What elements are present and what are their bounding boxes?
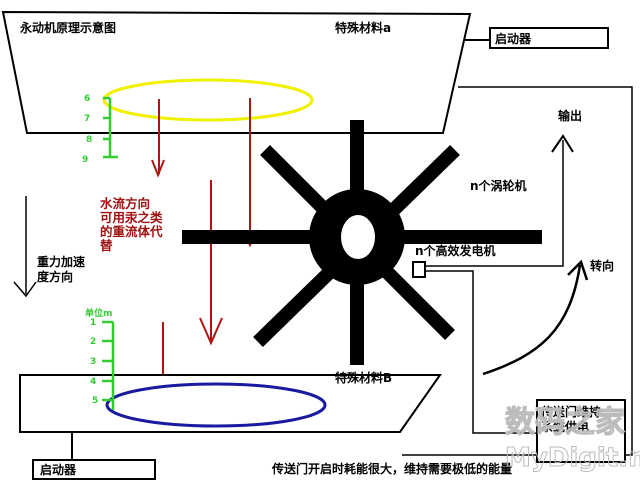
output-label: 输出 xyxy=(558,108,582,123)
scale-tick-label: 1 xyxy=(90,318,96,328)
scale-tick-label: 6 xyxy=(84,94,90,104)
scale-tick-label: 3 xyxy=(90,357,96,367)
starter-bottom-label: 启动器 xyxy=(40,462,77,477)
watermark: 数码之家 xyxy=(505,405,625,440)
material-a-label: 特殊材料a xyxy=(335,20,391,35)
material-a-block xyxy=(1,10,472,134)
scale-tick-label: 4 xyxy=(90,377,96,387)
unit-label: 单位m xyxy=(85,307,112,319)
scale-tick-label: 5 xyxy=(92,396,98,406)
gravity-label: 重力加速 度方向 xyxy=(37,254,89,284)
output-arrowhead xyxy=(551,134,574,153)
scale-bottom xyxy=(102,320,115,410)
starter-top-label: 启动器 xyxy=(495,31,532,46)
starter-bottom-box xyxy=(32,459,156,480)
blue-portal xyxy=(105,382,327,428)
diagram-title: 永动机原理示意图 xyxy=(19,20,116,35)
scale-tick-label: 9 xyxy=(82,155,88,165)
turn-label: 转向 xyxy=(590,258,614,273)
scale-tick-label: 7 xyxy=(84,114,90,124)
turbine-label: n个涡轮机 xyxy=(470,178,527,193)
turbine-hole xyxy=(341,215,375,259)
generator-box xyxy=(412,261,426,278)
water-flow-note: 水流方向 可用汞之类 的重流体代 替 xyxy=(100,196,167,253)
generator-label: n个高效发电机 xyxy=(415,243,496,258)
portal-power-box xyxy=(536,399,626,463)
footer-note: 传送门开启时耗能很大，维持需要极低的能量 xyxy=(271,461,512,476)
gravity-arrowhead xyxy=(13,281,37,298)
scale-tick-label: 2 xyxy=(90,337,96,347)
turn-arrowhead xyxy=(567,259,589,281)
yellow-portal xyxy=(102,78,314,122)
portal-power-label: 传送门维持 系统供电 xyxy=(540,404,605,434)
material-b-label: 特殊材料B xyxy=(335,370,392,385)
watermark-url: MyDigit.net xyxy=(505,443,640,473)
wiring xyxy=(402,86,633,456)
starter-top-box xyxy=(489,27,609,49)
turn-arrow xyxy=(482,264,582,376)
scale-tick-label: 8 xyxy=(86,135,92,145)
scale-top xyxy=(103,96,118,159)
